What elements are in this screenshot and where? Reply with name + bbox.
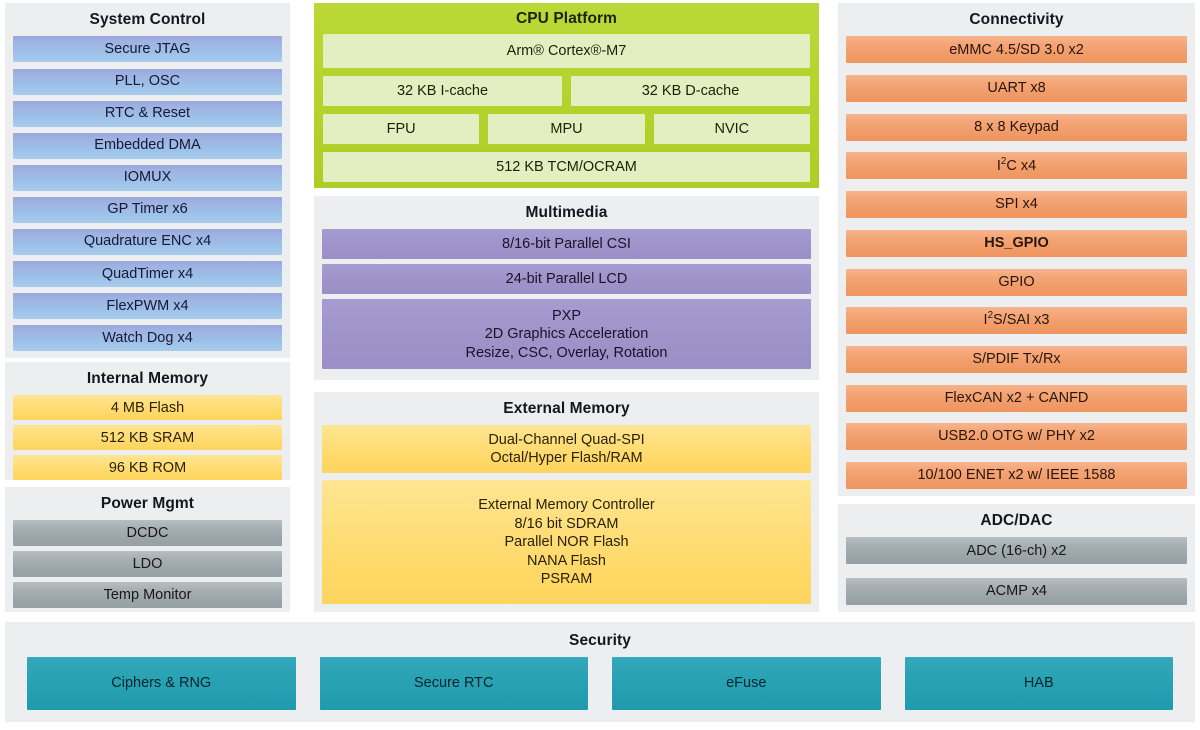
panel-multimedia: Multimedia 8/16-bit Parallel CSI 24-bit … xyxy=(314,196,819,380)
block-emc-line-5: PSRAM xyxy=(540,571,593,588)
panel-title-cpu-platform: CPU Platform xyxy=(515,10,618,27)
block-emmc-sd[interactable]: eMMC 4.5/SD 3.0 x2 xyxy=(846,36,1187,64)
block-uart[interactable]: UART x8 xyxy=(846,75,1187,103)
block-quad-spi-line-2: Octal/Hyper Flash/RAM xyxy=(490,450,643,467)
panel-title-system-control: System Control xyxy=(89,11,206,28)
block-emc-line-3: Parallel NOR Flash xyxy=(504,534,629,551)
block-adc[interactable]: ADC (16-ch) x2 xyxy=(846,537,1187,565)
block-i2c[interactable]: I2C x4 xyxy=(846,152,1187,180)
block-watch-dog[interactable]: Watch Dog x4 xyxy=(13,324,282,351)
cpu-core-row: Arm® Cortex®-M7 xyxy=(323,34,810,69)
panel-title-power-mgmt: Power Mgmt xyxy=(100,495,195,512)
block-secure-rtc[interactable]: Secure RTC xyxy=(319,657,588,710)
external-memory-block-stack: Dual-Channel Quad-SPI Octal/Hyper Flash/… xyxy=(322,425,811,605)
internal-memory-block-stack: 4 MB Flash 512 KB SRAM 96 KB ROM xyxy=(13,395,282,481)
multimedia-block-stack: 8/16-bit Parallel CSI 24-bit Parallel LC… xyxy=(322,229,811,373)
block-iomux[interactable]: IOMUX xyxy=(13,164,282,191)
adc-dac-block-stack: ADC (16-ch) x2 ACMP x4 xyxy=(846,537,1187,605)
block-ciphers-rng[interactable]: Ciphers & RNG xyxy=(27,657,296,710)
block-emc-line-4: NANA Flash xyxy=(527,552,606,569)
block-dcdc[interactable]: DCDC xyxy=(13,520,282,547)
block-i-cache[interactable]: 32 KB I-cache xyxy=(323,76,562,107)
block-flexcan[interactable]: FlexCAN x2 + CANFD xyxy=(846,384,1187,412)
block-quadrature-enc[interactable]: Quadrature ENC x4 xyxy=(13,228,282,255)
block-quadtimer[interactable]: QuadTimer x4 xyxy=(13,260,282,287)
panel-title-security: Security xyxy=(569,632,631,649)
connectivity-block-stack: eMMC 4.5/SD 3.0 x2 UART x8 8 x 8 Keypad … xyxy=(846,36,1187,489)
block-ldo[interactable]: LDO xyxy=(13,551,282,578)
panel-external-memory: External Memory Dual-Channel Quad-SPI Oc… xyxy=(314,392,819,612)
block-parallel-csi[interactable]: 8/16-bit Parallel CSI xyxy=(322,229,811,260)
block-embedded-dma[interactable]: Embedded DMA xyxy=(13,132,282,159)
block-temp-monitor[interactable]: Temp Monitor xyxy=(13,582,282,609)
panel-adc-dac: ADC/DAC ADC (16-ch) x2 ACMP x4 xyxy=(838,504,1195,612)
panel-title-external-memory: External Memory xyxy=(503,400,630,417)
block-d-cache[interactable]: 32 KB D-cache xyxy=(571,76,810,107)
block-quad-spi[interactable]: Dual-Channel Quad-SPI Octal/Hyper Flash/… xyxy=(322,425,811,474)
block-spdif[interactable]: S/PDIF Tx/Rx xyxy=(846,345,1187,373)
panel-title-internal-memory: Internal Memory xyxy=(86,370,209,387)
block-fpu[interactable]: FPU xyxy=(323,114,480,145)
security-block-row: Ciphers & RNG Secure RTC eFuse HAB xyxy=(5,657,1195,710)
power-mgmt-block-stack: DCDC LDO Temp Monitor xyxy=(13,520,282,609)
block-quad-spi-line-1: Dual-Channel Quad-SPI xyxy=(488,431,645,448)
block-4mb-flash[interactable]: 4 MB Flash xyxy=(13,395,282,421)
block-hs-gpio[interactable]: HS_GPIO xyxy=(846,229,1187,257)
panel-system-control: System Control Secure JTAG PLL, OSC RTC … xyxy=(5,3,290,358)
block-keypad[interactable]: 8 x 8 Keypad xyxy=(846,113,1187,141)
cpu-units-row: FPU MPU NVIC xyxy=(323,114,810,145)
block-i2c-label: I2C x4 xyxy=(996,155,1037,174)
block-enet[interactable]: 10/100 ENET x2 w/ IEEE 1588 xyxy=(846,461,1187,489)
block-parallel-lcd[interactable]: 24-bit Parallel LCD xyxy=(322,264,811,295)
block-external-memory-controller[interactable]: External Memory Controller 8/16 bit SDRA… xyxy=(322,480,811,605)
cpu-cache-row: 32 KB I-cache 32 KB D-cache xyxy=(323,76,810,107)
block-secure-jtag[interactable]: Secure JTAG xyxy=(13,36,282,63)
block-efuse[interactable]: eFuse xyxy=(612,657,881,710)
block-tcm-ocram[interactable]: 512 KB TCM/OCRAM xyxy=(323,152,810,183)
block-arm-cortex-m7[interactable]: Arm® Cortex®-M7 xyxy=(323,34,810,69)
panel-title-adc-dac: ADC/DAC xyxy=(980,512,1053,529)
panel-connectivity: Connectivity eMMC 4.5/SD 3.0 x2 UART x8 … xyxy=(838,3,1195,496)
panel-power-mgmt: Power Mgmt DCDC LDO Temp Monitor xyxy=(5,487,290,612)
block-gp-timer[interactable]: GP Timer x6 xyxy=(13,196,282,223)
panel-internal-memory: Internal Memory 4 MB Flash 512 KB SRAM 9… xyxy=(5,362,290,481)
block-emc-line-2: 8/16 bit SDRAM xyxy=(514,515,619,532)
system-control-block-stack: Secure JTAG PLL, OSC RTC & Reset Embedde… xyxy=(13,36,282,351)
cpu-tcm-row: 512 KB TCM/OCRAM xyxy=(323,152,810,183)
block-pxp-line-1: PXP xyxy=(551,307,581,324)
block-pll-osc[interactable]: PLL, OSC xyxy=(13,68,282,95)
block-nvic[interactable]: NVIC xyxy=(653,114,810,145)
block-96kb-rom[interactable]: 96 KB ROM xyxy=(13,455,282,481)
block-512kb-sram[interactable]: 512 KB SRAM xyxy=(13,425,282,451)
panel-security: Security Ciphers & RNG Secure RTC eFuse … xyxy=(5,622,1195,722)
block-usb-otg[interactable]: USB2.0 OTG w/ PHY x2 xyxy=(846,423,1187,451)
block-emc-line-1: External Memory Controller xyxy=(478,497,655,514)
block-acmp[interactable]: ACMP x4 xyxy=(846,578,1187,605)
panel-title-multimedia: Multimedia xyxy=(525,204,608,221)
block-rtc-reset[interactable]: RTC & Reset xyxy=(13,100,282,127)
block-gpio[interactable]: GPIO xyxy=(846,268,1187,296)
block-spi[interactable]: SPI x4 xyxy=(846,191,1187,219)
panel-title-connectivity: Connectivity xyxy=(969,11,1064,28)
block-pxp[interactable]: PXP 2D Graphics Acceleration Resize, CSC… xyxy=(322,299,811,370)
block-pxp-line-2: 2D Graphics Acceleration xyxy=(484,326,649,343)
block-i2s-sai-label: I2S/SAI x3 xyxy=(983,310,1050,329)
block-hab[interactable]: HAB xyxy=(904,657,1173,710)
block-flexpwm[interactable]: FlexPWM x4 xyxy=(13,292,282,319)
block-i2s-sai[interactable]: I2S/SAI x3 xyxy=(846,307,1187,335)
block-mpu[interactable]: MPU xyxy=(488,114,645,145)
block-pxp-line-3: Resize, CSC, Overlay, Rotation xyxy=(465,344,668,361)
panel-cpu-platform: CPU Platform Arm® Cortex®-M7 32 KB I-cac… xyxy=(314,3,819,188)
